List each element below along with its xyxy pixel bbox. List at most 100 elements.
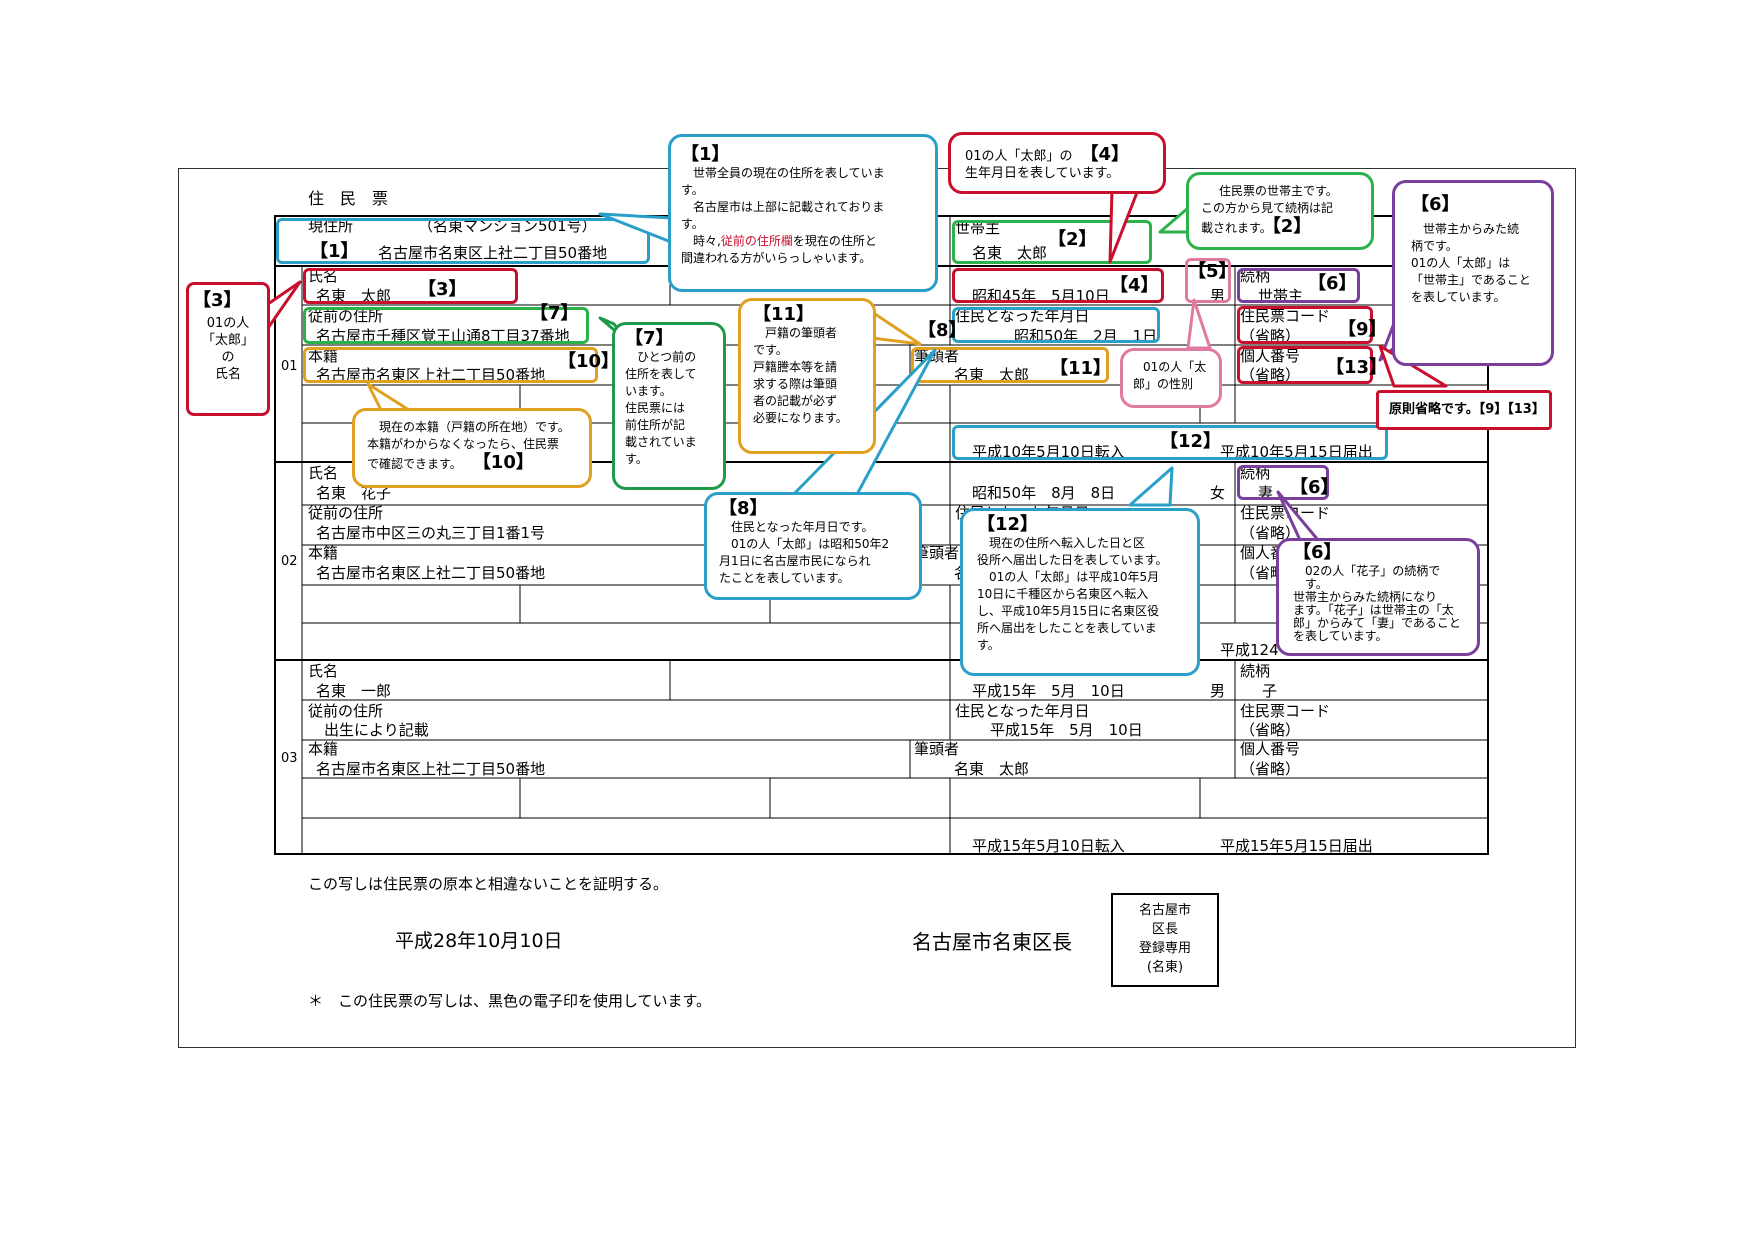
callout-line: 現在の住所へ転入した日と区	[989, 536, 1146, 550]
callout-line: 求する際は筆頭	[753, 377, 838, 391]
personal-number-value: （省略）	[1240, 760, 1301, 778]
callout-number: 【4】	[1080, 144, 1130, 165]
person-name: 名東 一郎	[316, 682, 392, 700]
callout-number: 【1】	[681, 144, 730, 165]
person-hittousha: 名東 太郎	[954, 760, 1030, 778]
callout-line: 前住所が記	[625, 418, 686, 432]
resident-since-label: 住民となった年月日	[955, 702, 1090, 720]
callout-line: 本籍がわからなくなったら、住民票	[367, 437, 560, 451]
callout-5: 01の人「太 郎」の性別	[1120, 348, 1222, 408]
callout-11: 【11】 戸籍の筆頭者 です。 戸籍謄本等を請 求する際は筆頭 者の記載が必ず …	[738, 298, 876, 454]
callout-line: 01の人「太郎」は平成10年5月	[989, 570, 1160, 584]
callout-line: す。	[977, 638, 1000, 652]
marker: 【3】	[418, 279, 467, 300]
callout-number: 【11】	[753, 304, 815, 325]
callout-number: 【8】	[719, 498, 768, 519]
highlight-dob	[952, 268, 1164, 303]
personal-number-value: （省略）	[1240, 366, 1301, 384]
person-honseki: 名古屋市名東区上社二丁目50番地	[316, 564, 546, 582]
hittousha-label: 筆頭者	[914, 544, 960, 562]
relation-label: 続柄	[1240, 267, 1271, 285]
callout-line: 必要になります。	[753, 411, 848, 425]
callout-text: 01の人「太郎」の	[965, 149, 1073, 164]
callout-line: 時々,従前の住所欄を現在の住所と	[681, 233, 925, 250]
callout-text: 時々,	[693, 234, 721, 248]
resident-since-label: 住民となった年月日	[955, 307, 1090, 325]
callout-line: す。	[625, 452, 648, 466]
resident-code-value: （省略）	[1240, 327, 1301, 345]
highlight-address	[276, 218, 650, 264]
marker: 【6】	[1290, 477, 1339, 498]
address-building: （名東マンション501号）	[418, 217, 597, 235]
callout-line: 現在の本籍（戸籍の所在地）です。	[379, 420, 570, 434]
marker: 【2】	[1048, 229, 1097, 250]
seal-line: 名古屋市	[1138, 903, 1191, 918]
callout-line: 10日に千種区から名東区へ転入	[977, 587, 1149, 601]
callout-number: 【7】	[625, 328, 674, 349]
callout-number: 【12】	[977, 514, 1039, 535]
highlight-relation	[1237, 268, 1360, 303]
marker: 【13】	[1326, 357, 1388, 378]
callout-number: 【2】	[1271, 216, 1312, 237]
callout-line: 02の人「花子」の続柄です。	[1305, 564, 1441, 591]
callout-line: です。	[753, 343, 788, 357]
marker: 【4】	[1110, 275, 1159, 296]
marker: 【7】	[530, 303, 579, 324]
callout-3: 【3】 01の人 「太郎」 の 氏名	[186, 282, 270, 416]
person-name: 名東 太郎	[316, 287, 392, 305]
person-notified: 平成124	[1220, 641, 1279, 659]
callout-line: 世帯主からみた続柄になり	[1293, 590, 1438, 604]
name-label: 氏名	[308, 662, 339, 680]
marker: 【11】	[1050, 358, 1112, 379]
address-value: 名古屋市名東区上社二丁目50番地	[378, 244, 608, 262]
callout-line: 名古屋市は上部に記載されておりま	[693, 200, 885, 214]
person-name: 名東 花子	[316, 484, 392, 502]
callout-line: す。	[681, 183, 704, 197]
resident-code-label: 住民票コード	[1240, 702, 1331, 720]
relation-label: 続柄	[1240, 464, 1271, 482]
highlight-name	[303, 268, 518, 304]
callout-2: 住民票の世帯主です。 この方から見て続柄は記 載されます。【2】	[1186, 172, 1374, 250]
marker: 【1】	[310, 241, 359, 262]
person-prev-address: 名古屋市中区三の丸三丁目1番1号	[316, 524, 546, 542]
personal-number-label: 個人番号	[1240, 347, 1301, 365]
callout-line: 「世帯主」であること	[1411, 273, 1531, 287]
resident-code-label: 住民票コード	[1240, 307, 1331, 325]
issue-date: 平成28年10月10日	[395, 930, 563, 952]
callout-number: 【3】	[193, 290, 242, 311]
highlight-hittousha	[911, 347, 1109, 383]
callout-line: 載されます。【2】	[1201, 217, 1359, 237]
person-notified: 平成15年5月15日届出	[1220, 837, 1373, 855]
honseki-label: 本籍	[308, 544, 339, 562]
address-label: 現住所	[308, 217, 354, 235]
person-dob: 昭和50年 8月 8日	[972, 484, 1116, 502]
callout-line: 所へ届出をしたことを表していま	[977, 621, 1157, 635]
callout-line: 戸籍の筆頭者	[765, 326, 838, 340]
official-seal: 名古屋市 区長 登録専用 (名東)	[1111, 893, 1219, 987]
callout-line: す。	[681, 217, 704, 231]
person-dob: 平成15年 5月 10日	[972, 682, 1125, 700]
prev-address-label: 従前の住所	[308, 307, 384, 325]
head-label: 世帯主	[955, 219, 1001, 237]
person-sex: 女	[1210, 484, 1226, 502]
seal-line: (名東)	[1146, 960, 1184, 975]
callout-line: 戸籍謄本等を請	[753, 360, 838, 374]
callout-line: を表しています。	[1293, 629, 1388, 643]
person-relation: 子	[1262, 682, 1278, 700]
callout-line: 月1日に名古屋市民になられ	[719, 554, 871, 568]
name-label: 氏名	[308, 464, 339, 482]
callout-line: を表しています。	[1411, 290, 1506, 304]
person-no: 01	[281, 359, 298, 374]
callout-1: 【1】 世帯全員の現在の住所を表していま す。 名古屋市は上部に記載されておりま…	[668, 134, 938, 292]
callout-line: 載されていま	[625, 435, 697, 449]
callout-line: この方から見て続柄は記	[1201, 201, 1334, 215]
callout-line: 生年月日を表しています。	[965, 166, 1120, 181]
resident-code-value: （省略）	[1240, 524, 1301, 542]
highlight-honseki	[303, 347, 598, 383]
highlight-head	[952, 220, 1152, 264]
callout-line: 世帯主からみた続	[1423, 222, 1520, 236]
callout-text: 載されます。	[1201, 221, 1272, 235]
person-notified: 平成10年5月15日届出	[1220, 443, 1373, 461]
callout-line: 01の人「太郎」の【4】	[965, 145, 1149, 165]
callout-line: 住所を表して	[625, 367, 697, 381]
